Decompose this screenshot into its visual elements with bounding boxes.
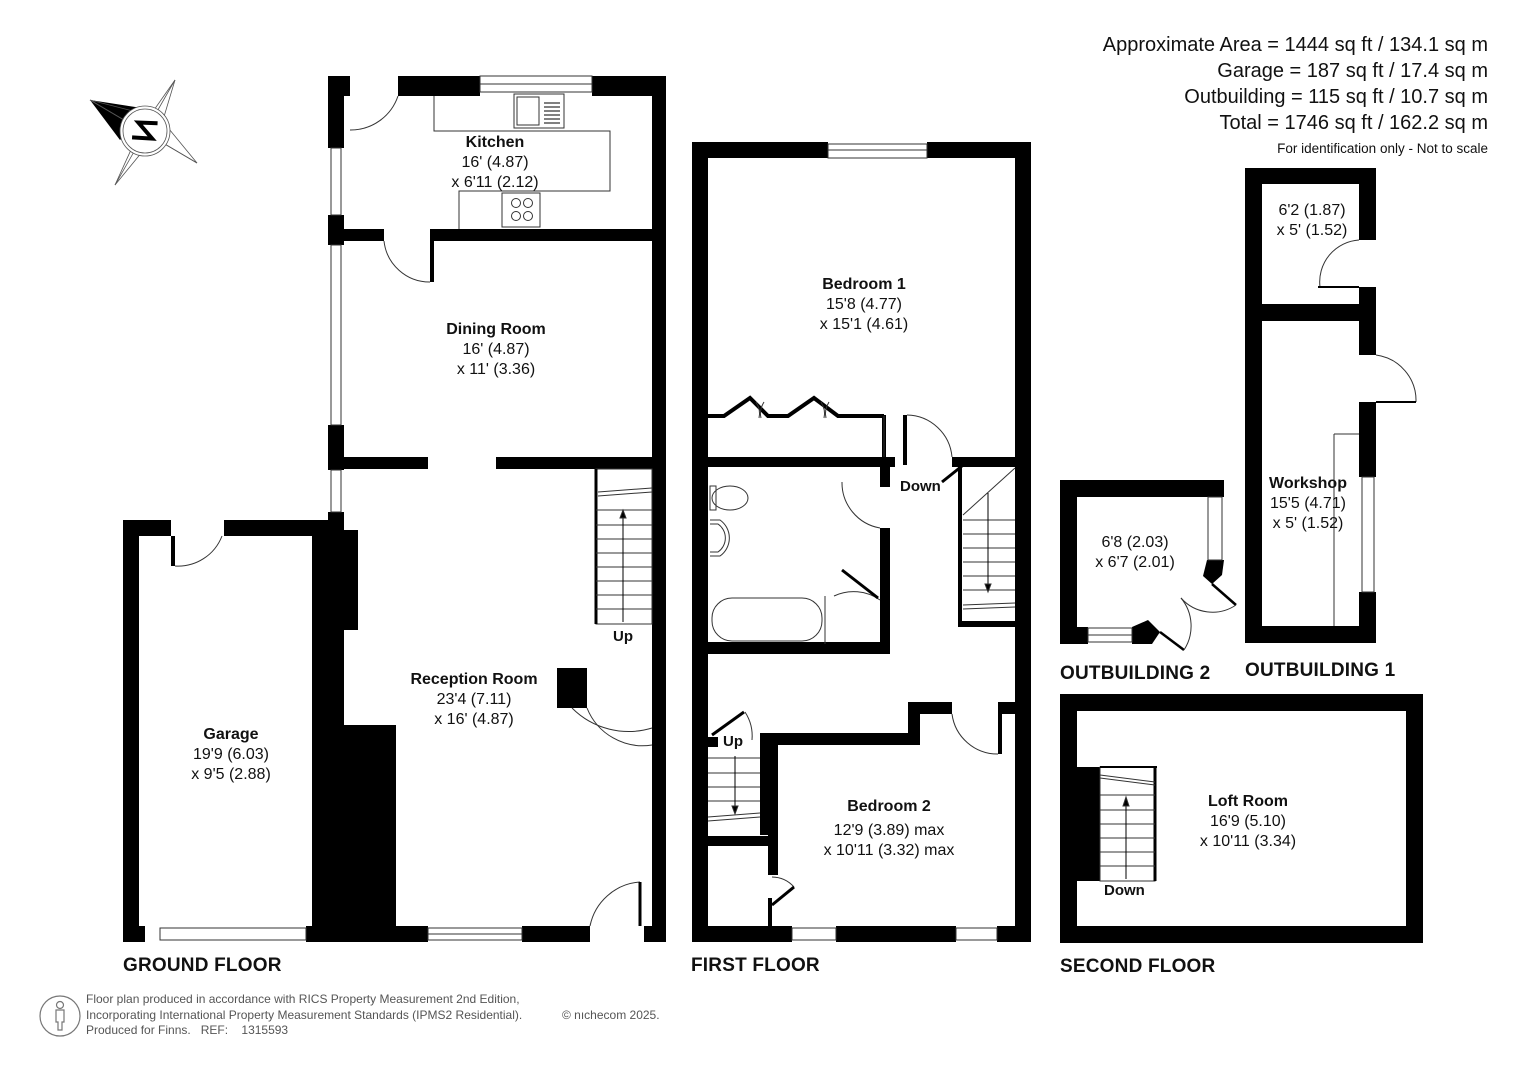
total-area: Total = 1746 sq ft / 162.2 sq m xyxy=(1219,112,1489,134)
room-workshop: Workshop 15'5 (4.71) x 5' (1.52) xyxy=(1269,474,1347,534)
room-dining: Dining Room 16' (4.87) x 11' (3.36) xyxy=(446,320,546,380)
room-dim-1: 15'5 (4.71) xyxy=(1270,495,1346,512)
outbuilding-1-fixtures xyxy=(1318,239,1417,626)
room-name: Bedroom 2 xyxy=(847,798,931,815)
room-loft: Loft Room 16'9 (5.10) x 10'11 (3.34) xyxy=(1200,792,1296,852)
outbuilding-2-label: OUTBUILDING 2 xyxy=(1060,663,1211,684)
room-dim-2: x 10'11 (3.34) xyxy=(1199,833,1297,850)
second-floor-fixtures xyxy=(1099,766,1157,882)
room-kitchen: Kitchen 16' (4.87) x 6'11 (2.12) xyxy=(451,133,538,193)
second-floor-walls xyxy=(1060,694,1423,943)
room-name: Reception Room xyxy=(410,671,538,688)
room-bedroom-2: Bedroom 2 12'9 (3.89) max x 10'11 (3.32)… xyxy=(824,797,955,861)
room-dim-1: 12'9 (3.89) max xyxy=(833,822,945,839)
compass-north-icon xyxy=(89,79,198,186)
first-floor-label: FIRST FLOOR xyxy=(691,955,820,976)
room-dim-2: x 15'1 (4.61) xyxy=(819,316,909,333)
room-reception: Reception Room 23'4 (7.11) x 16' (4.87) xyxy=(410,670,537,730)
room-garage: Garage 19'9 (6.03) x 9'5 (2.88) xyxy=(191,725,271,785)
approximate-area: Approximate Area = 1444 sq ft / 134.1 sq… xyxy=(1102,34,1488,56)
first-floor-windows xyxy=(791,143,998,941)
ground-floor-fixtures xyxy=(174,93,653,927)
footer-line-1: Floor plan produced in accordance with R… xyxy=(86,992,520,1006)
scale-disclaimer: For identification only - Not to scale xyxy=(1277,141,1488,156)
room-dim-2: x 6'11 (2.12) xyxy=(451,174,539,191)
outbuilding-1-walls xyxy=(1245,168,1376,643)
area-summary: Approximate Area = 1444 sq ft / 134.1 sq… xyxy=(1103,32,1488,160)
stairs-up-label: Up xyxy=(613,628,633,645)
outbuilding-2-walls xyxy=(1060,480,1224,644)
room-outbuilding-2: 6'8 (2.03) x 6'7 (2.01) xyxy=(1095,533,1175,573)
stairs-up-label: Up xyxy=(723,733,743,750)
second-floor-label: SECOND FLOOR xyxy=(1060,956,1216,977)
garage-area: Garage = 187 sq ft / 17.4 sq m xyxy=(1217,60,1488,82)
person-icon xyxy=(39,995,81,1037)
room-dim-2: x 11' (3.36) xyxy=(456,361,536,378)
room-dim-1: 16' (4.87) xyxy=(462,341,530,358)
room-dim-1: 6'8 (2.03) xyxy=(1101,534,1169,551)
first-floor-fixtures xyxy=(707,401,1016,907)
footer-disclaimer: Floor plan produced in accordance with R… xyxy=(86,992,660,1039)
stairs-down-label: Down xyxy=(900,478,941,495)
footer-line-3: Produced for Finns. REF: 1315593 xyxy=(86,1023,289,1037)
ground-floor-walls xyxy=(123,76,666,942)
room-dim-2: x 6'7 (2.01) xyxy=(1095,554,1175,571)
room-dim-1: 16'9 (5.10) xyxy=(1210,813,1286,830)
room-name: Workshop xyxy=(1269,475,1347,492)
room-name: Garage xyxy=(203,726,259,743)
room-dim-2: x 5' (1.52) xyxy=(1272,515,1344,532)
room-dim-1: 23'4 (7.11) xyxy=(436,691,512,708)
room-name: Dining Room xyxy=(446,321,546,338)
room-dim-1: 16' (4.87) xyxy=(461,154,529,171)
room-outbuilding-1-store: 6'2 (1.87) x 5' (1.52) xyxy=(1277,201,1348,241)
outbuilding-area: Outbuilding = 115 sq ft / 10.7 sq m xyxy=(1184,86,1488,108)
room-name: Kitchen xyxy=(465,134,525,151)
room-bedroom-1: Bedroom 1 15'8 (4.77) x 15'1 (4.61) xyxy=(820,275,908,335)
room-dim-2: x 9'5 (2.88) xyxy=(191,766,271,783)
room-name: Bedroom 1 xyxy=(822,276,906,293)
copyright: © nıchecom 2025. xyxy=(562,1007,660,1022)
room-dim-2: x 10'11 (3.32) max xyxy=(823,842,955,859)
room-dim-1: 15'8 (4.77) xyxy=(826,296,902,313)
room-dim-1: 6'2 (1.87) xyxy=(1278,202,1346,219)
room-dim-2: x 5' (1.52) xyxy=(1276,222,1348,239)
ground-floor-windows xyxy=(159,75,593,941)
footer-line-2: Incorporating International Property Mea… xyxy=(86,1007,523,1022)
ground-floor-label: GROUND FLOOR xyxy=(123,955,282,976)
outbuilding-1-label: OUTBUILDING 1 xyxy=(1245,660,1396,681)
first-floor-walls xyxy=(692,142,1031,942)
stairs-down-label: Down xyxy=(1104,882,1145,899)
room-dim-2: x 16' (4.87) xyxy=(434,711,514,728)
outbuilding-2-fixtures xyxy=(1087,496,1237,651)
room-dim-1: 19'9 (6.03) xyxy=(192,746,269,763)
room-name: Loft Room xyxy=(1208,793,1288,810)
